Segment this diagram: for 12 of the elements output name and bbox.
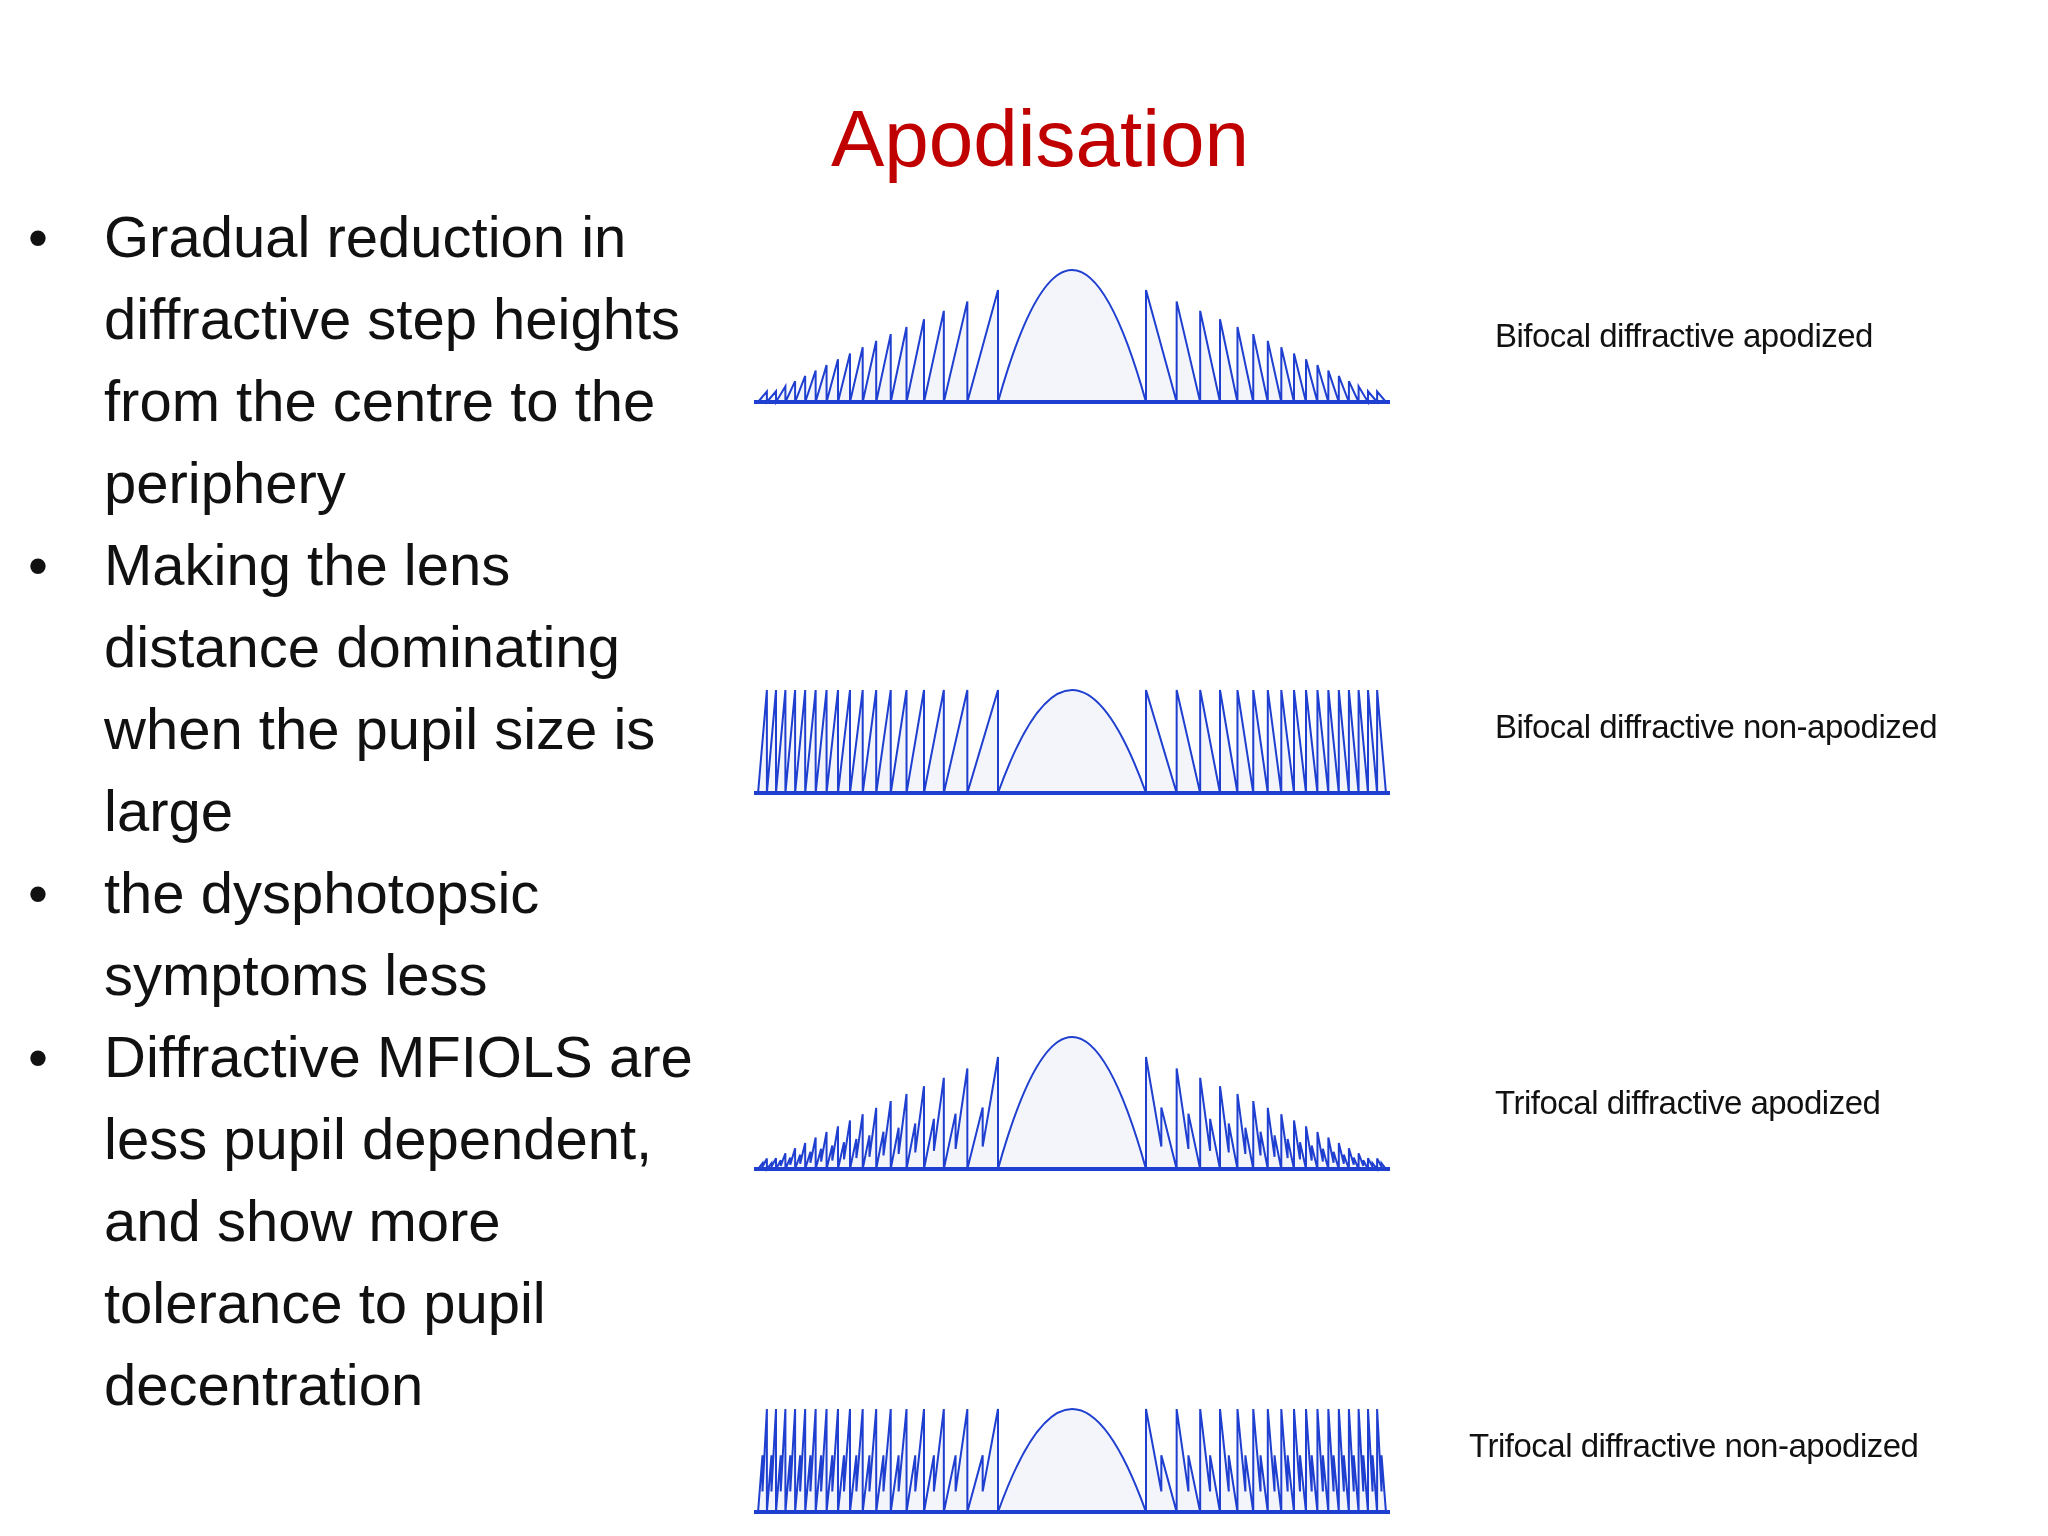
profile-caption: Bifocal diffractive apodized (1495, 317, 1873, 355)
profile-caption: Trifocal diffractive non-apodized (1469, 1427, 1919, 1465)
bullet-text: the dysphotopsic symptoms less (104, 859, 541, 1009)
bullet-marker: • (28, 532, 48, 599)
bullet-text: Gradual reduction in diffractive step heights from the centre to the periphery (104, 203, 682, 517)
profile-caption: Bifocal diffractive non-apodized (1495, 708, 1937, 746)
slide-title: Apodisation (829, 95, 1251, 183)
profile-caption: Trifocal diffractive apodized (1495, 1084, 1881, 1122)
bullet-marker: • (28, 204, 48, 271)
bullet-marker: • (28, 1024, 48, 1091)
bullet-marker: • (28, 860, 48, 927)
bullet-text: Diffractive MFIOLS are less pupil dependent, and show more tolerance to pupil decentration (104, 1023, 694, 1419)
